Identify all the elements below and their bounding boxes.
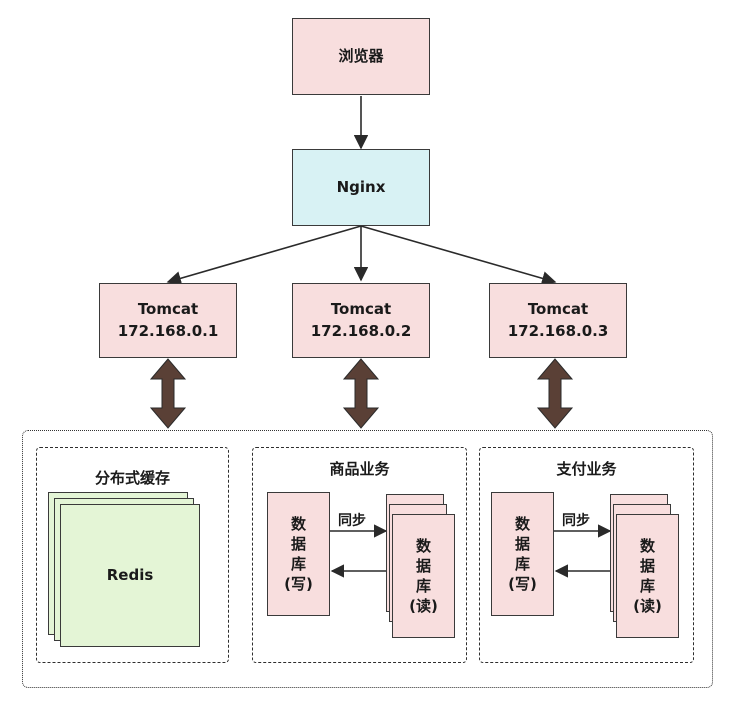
backend-container <box>22 430 713 688</box>
nginx-label: Nginx <box>336 177 386 196</box>
pay-group-title: 支付业务 <box>556 460 617 478</box>
nginx-node: Nginx <box>292 149 430 226</box>
tomcat-node-2: Tomcat 172.168.0.2 <box>292 283 430 358</box>
redis-node: Redis <box>60 504 200 647</box>
db-char: 库 <box>514 555 530 573</box>
double-arrow-2 <box>342 358 380 429</box>
browser-label: 浏览器 <box>338 46 384 65</box>
db-char: 据 <box>415 556 431 575</box>
arrow-nginx-tomcat-3 <box>360 225 557 286</box>
tomcat-name: Tomcat <box>137 299 199 318</box>
tomcat-name: Tomcat <box>330 299 392 318</box>
tomcat-ip: 172.168.0.2 <box>310 321 412 340</box>
db-char: 数 <box>639 536 655 555</box>
goods-group <box>252 447 467 663</box>
db-char: 库 <box>415 577 431 595</box>
goods-write-db: 数 据 库 (写) <box>267 492 330 616</box>
browser-node: 浏览器 <box>292 18 430 95</box>
goods-sync-label: 同步 <box>338 513 366 529</box>
cache-group-title: 分布式缓存 <box>94 469 170 487</box>
db-char: (读) <box>633 597 662 616</box>
db-char: 数 <box>290 514 306 533</box>
db-char: 库 <box>639 577 655 595</box>
double-arrow-1 <box>149 358 187 429</box>
db-char: 据 <box>290 534 306 553</box>
tomcat-node-1: Tomcat 172.168.0.1 <box>99 283 237 358</box>
pay-write-db: 数 据 库 (写) <box>491 492 554 616</box>
db-char: 数 <box>514 514 530 533</box>
db-char: (写) <box>508 575 537 594</box>
tomcat-ip: 172.168.0.3 <box>507 321 609 340</box>
db-char: 库 <box>290 555 306 573</box>
tomcat-name: Tomcat <box>527 299 589 318</box>
pay-sync-label: 同步 <box>562 513 590 529</box>
db-char: 数 <box>415 536 431 555</box>
db-char: (读) <box>409 597 438 616</box>
tomcat-ip: 172.168.0.1 <box>117 321 219 340</box>
double-arrow-3 <box>536 358 574 429</box>
pay-group <box>479 447 694 663</box>
tomcat-node-3: Tomcat 172.168.0.3 <box>489 283 627 358</box>
redis-label: Redis <box>106 565 154 584</box>
goods-read-db: 数 据 库 (读) <box>392 514 455 638</box>
cache-group <box>36 447 229 663</box>
db-char: (写) <box>284 575 313 594</box>
db-char: 据 <box>514 534 530 553</box>
arrow-nginx-tomcat-1 <box>166 225 362 286</box>
goods-group-title: 商品业务 <box>329 460 390 478</box>
pay-read-db: 数 据 库 (读) <box>616 514 679 638</box>
db-char: 据 <box>639 556 655 575</box>
